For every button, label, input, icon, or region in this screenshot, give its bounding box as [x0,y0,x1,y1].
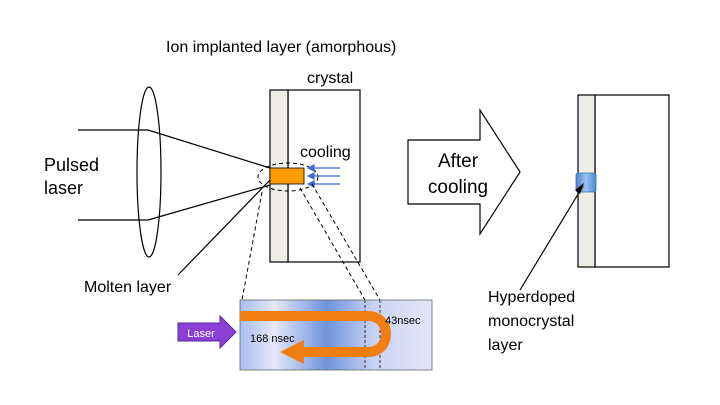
hyperdoped-label-line3: layer [488,337,523,354]
pulsed-laser-label-line1: Pulsed [44,155,99,175]
pulsed-laser-label-line2: laser [44,178,83,198]
cooling-label: cooling [300,144,351,161]
after-cooling-arrow [407,107,521,237]
cooling-arrows [306,164,340,188]
hyperdoped-label-line1: Hyperdoped [488,289,575,306]
lens [136,86,162,258]
time-43-label: 43nsec [385,315,421,327]
time-loop-arrow [240,311,391,364]
molten-pointer [177,179,271,276]
after-cooling-label-line1: After [438,151,479,172]
molten-layer-label: Molten layer [84,279,172,296]
molten-highlight-ellipse [257,162,319,192]
laser-arrow [177,314,237,350]
crystal-label: crystal [307,70,353,87]
ion-implanted-layer-label: Ion implanted layer (amorphous) [166,39,396,56]
beam-converge-bottom [147,184,271,221]
time-168-label: 168 nsec [250,333,295,345]
hyperdoped-pointer [519,185,584,291]
after-cooling-label-line2: cooling [428,177,488,198]
hyperdoped-pointer-head [575,183,584,194]
hyperdoped-label-line2: monocrystal [488,313,574,330]
result-crystal-block [594,94,670,268]
laser-arrow-label: Laser [187,328,215,340]
molten-region [269,167,305,185]
zoom-lines [241,183,381,301]
beam-converge-top [147,129,271,169]
